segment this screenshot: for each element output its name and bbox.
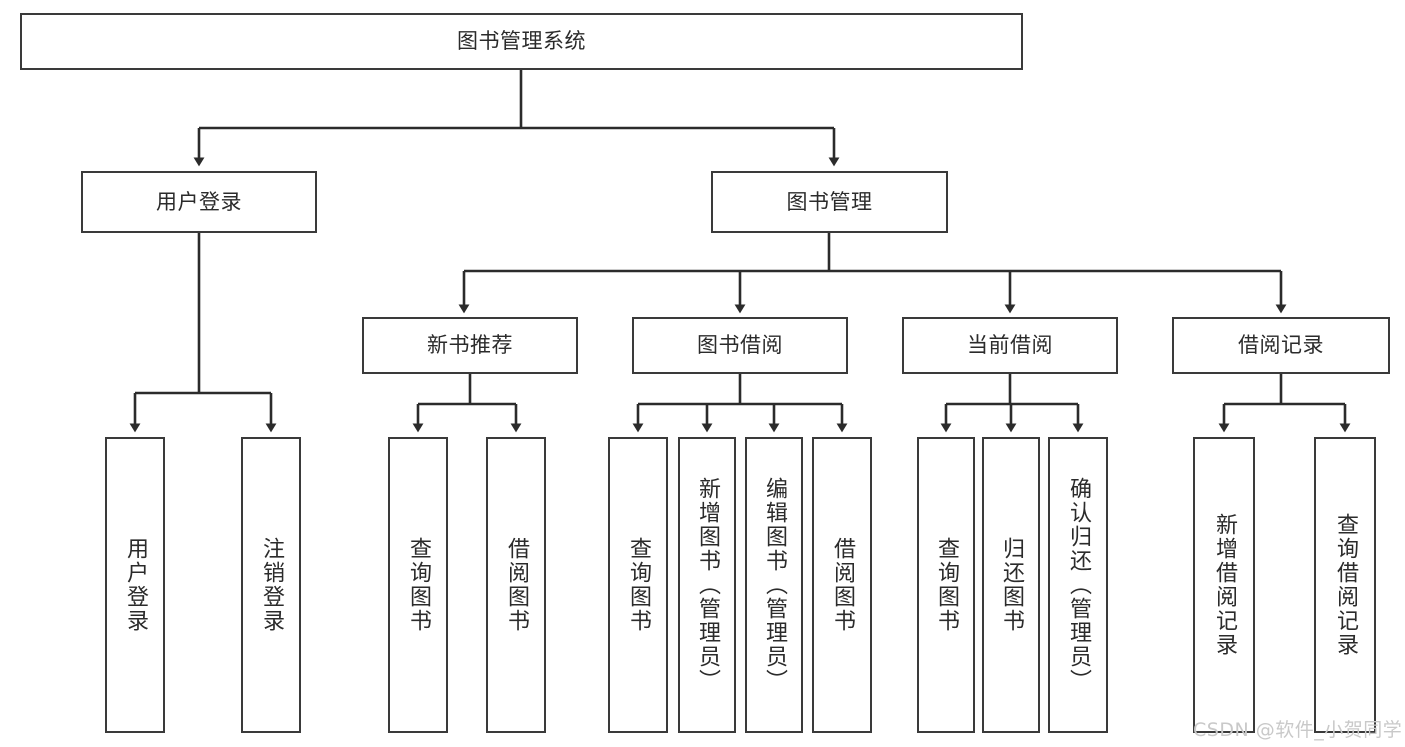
node-leaf-query-book-bw-label: 查询图书: [626, 537, 651, 633]
node-leaf-add-book-label: 新增图书（管理员）: [695, 477, 720, 693]
node-book-manage-label: 图书管理: [786, 189, 873, 214]
node-leaf-borrow-book-bw-label: 借阅图书: [830, 537, 855, 633]
node-leaf-user-logout-label: 注销登录: [259, 537, 284, 633]
node-user-login[interactable]: 用户登录: [81, 171, 317, 233]
node-root[interactable]: 图书管理系统: [20, 13, 1023, 70]
node-leaf-return-book-label: 归还图书: [999, 537, 1024, 633]
node-new-book-rec-label: 新书推荐: [427, 333, 513, 358]
node-borrow-record-label: 借阅记录: [1238, 333, 1324, 358]
node-leaf-query-book-cur-label: 查询图书: [934, 537, 959, 633]
node-root-label: 图书管理系统: [457, 29, 586, 54]
node-leaf-add-record-label: 新增借阅记录: [1212, 513, 1237, 657]
node-leaf-query-book-cur[interactable]: 查询图书: [917, 437, 975, 733]
node-leaf-user-login-label: 用户登录: [123, 537, 148, 633]
node-leaf-add-book[interactable]: 新增图书（管理员）: [678, 437, 736, 733]
node-leaf-confirm-return-label: 确认归还（管理员）: [1066, 477, 1091, 693]
node-current-borrow[interactable]: 当前借阅: [902, 317, 1118, 374]
node-new-book-rec[interactable]: 新书推荐: [362, 317, 578, 374]
node-leaf-confirm-return[interactable]: 确认归还（管理员）: [1048, 437, 1108, 733]
node-leaf-borrow-book-rec[interactable]: 借阅图书: [486, 437, 546, 733]
node-leaf-query-book-rec[interactable]: 查询图书: [388, 437, 448, 733]
node-leaf-query-record[interactable]: 查询借阅记录: [1314, 437, 1376, 733]
node-leaf-user-logout[interactable]: 注销登录: [241, 437, 301, 733]
node-leaf-query-book-rec-label: 查询图书: [406, 537, 431, 633]
node-book-borrow[interactable]: 图书借阅: [632, 317, 848, 374]
node-leaf-user-login[interactable]: 用户登录: [105, 437, 165, 733]
node-leaf-query-book-bw[interactable]: 查询图书: [608, 437, 668, 733]
node-borrow-record[interactable]: 借阅记录: [1172, 317, 1390, 374]
node-leaf-borrow-book-rec-label: 借阅图书: [504, 537, 529, 633]
node-book-manage[interactable]: 图书管理: [711, 171, 948, 233]
node-leaf-borrow-book-bw[interactable]: 借阅图书: [812, 437, 872, 733]
node-leaf-edit-book[interactable]: 编辑图书（管理员）: [745, 437, 803, 733]
node-leaf-edit-book-label: 编辑图书（管理员）: [762, 477, 787, 693]
node-leaf-add-record[interactable]: 新增借阅记录: [1193, 437, 1255, 733]
node-user-login-label: 用户登录: [156, 189, 242, 214]
node-leaf-return-book[interactable]: 归还图书: [982, 437, 1040, 733]
node-book-borrow-label: 图书借阅: [697, 333, 783, 358]
node-leaf-query-record-label: 查询借阅记录: [1333, 513, 1358, 657]
node-current-borrow-label: 当前借阅: [967, 333, 1053, 358]
